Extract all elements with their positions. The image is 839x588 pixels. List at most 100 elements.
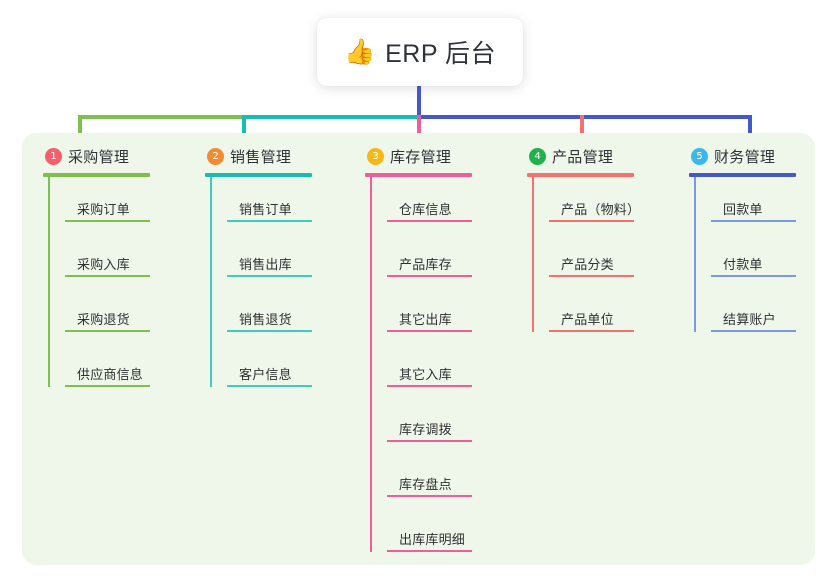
- connector-bar-segment-green: [78, 115, 245, 119]
- list-item-underline: [549, 275, 634, 277]
- list-item-underline: [65, 385, 150, 387]
- module-underline-3: [365, 173, 472, 177]
- module-tree-spine-4: [532, 177, 534, 332]
- module-badge-5: 5: [691, 147, 708, 165]
- list-item[interactable]: 供应商信息: [65, 342, 193, 397]
- list-item-underline: [711, 275, 796, 277]
- list-item-label: 库存盘点: [399, 477, 452, 492]
- connector-drop-column-4: [580, 115, 584, 145]
- module-header-4[interactable]: 4 产品管理: [527, 145, 677, 167]
- module-tree-spine-5: [694, 177, 696, 332]
- list-item[interactable]: 出库库明细: [387, 507, 515, 562]
- list-item-label: 供应商信息: [77, 367, 144, 382]
- list-item[interactable]: 客户信息: [227, 342, 355, 397]
- list-item[interactable]: 销售出库: [227, 232, 355, 287]
- list-item-label: 采购退货: [77, 312, 130, 327]
- connector-root-stem: [417, 86, 421, 118]
- list-item-label: 销售出库: [239, 257, 292, 272]
- list-item[interactable]: 产品（物料）: [549, 177, 677, 232]
- list-item-underline: [711, 330, 796, 332]
- list-item-underline: [65, 220, 150, 222]
- list-item-underline: [387, 330, 472, 332]
- list-item-label: 结算账户: [723, 312, 776, 327]
- list-item[interactable]: 结算账户: [711, 287, 839, 342]
- module-column-1: 1 采购管理采购订单采购入库采购退货供应商信息: [43, 145, 193, 397]
- list-item-label: 库存调拨: [399, 422, 452, 437]
- module-item-list-4: 产品（物料） 产品分类产品单位: [527, 177, 677, 342]
- module-title-4: 产品管理: [552, 148, 614, 166]
- list-item[interactable]: 采购订单: [65, 177, 193, 232]
- list-item[interactable]: 回款单: [711, 177, 839, 232]
- list-item-underline: [65, 330, 150, 332]
- list-item[interactable]: 采购退货: [65, 287, 193, 342]
- connector-drop-column-1: [78, 115, 82, 145]
- module-header-5[interactable]: 5 财务管理: [689, 145, 839, 167]
- list-item-underline: [549, 220, 634, 222]
- module-tree-spine-2: [210, 177, 212, 387]
- list-item-underline: [711, 220, 796, 222]
- list-item-label: 其它入库: [399, 367, 452, 382]
- list-item-underline: [387, 220, 472, 222]
- list-item[interactable]: 其它出库: [387, 287, 515, 342]
- list-item-label: 仓库信息: [399, 202, 452, 217]
- thumbs-up-icon: 👍: [343, 37, 376, 66]
- list-item[interactable]: 采购入库: [65, 232, 193, 287]
- module-title-2: 销售管理: [230, 148, 292, 166]
- list-item-label: 其它出库: [399, 312, 452, 327]
- list-item[interactable]: 产品库存: [387, 232, 515, 287]
- module-column-2: 2 销售管理销售订单销售出库销售退货客户信息: [205, 145, 355, 397]
- list-item[interactable]: 其它入库: [387, 342, 515, 397]
- module-underline-2: [205, 173, 312, 177]
- list-item-underline: [549, 330, 634, 332]
- module-tree-spine-3: [370, 177, 372, 552]
- root-node-card[interactable]: 👍 ERP 后台: [317, 18, 523, 86]
- list-item-underline: [387, 385, 472, 387]
- page-title: ERP 后台: [385, 40, 497, 68]
- list-item-label: 回款单: [723, 202, 763, 217]
- module-title-5: 财务管理: [714, 148, 776, 166]
- module-header-2[interactable]: 2 销售管理: [205, 145, 355, 167]
- list-item-label: 销售退货: [239, 312, 292, 327]
- list-item[interactable]: 产品分类: [549, 232, 677, 287]
- module-underline-4: [527, 173, 634, 177]
- module-badge-1: 1: [45, 147, 62, 165]
- list-item-label: 产品单位: [561, 312, 614, 327]
- list-item[interactable]: 产品单位: [549, 287, 677, 342]
- list-item-label: 付款单: [723, 257, 763, 272]
- list-item-underline: [387, 550, 472, 552]
- module-badge-2: 2: [207, 147, 224, 165]
- module-header-1[interactable]: 1 采购管理: [43, 145, 193, 167]
- modules-panel: [22, 133, 815, 565]
- module-badge-4: 4: [529, 147, 546, 165]
- list-item-label: 出库库明细: [399, 532, 466, 547]
- list-item[interactable]: 仓库信息: [387, 177, 515, 232]
- connector-drop-column-3: [417, 115, 421, 145]
- connector-bar-segment-teal: [245, 115, 419, 119]
- list-item[interactable]: 库存盘点: [387, 452, 515, 507]
- module-column-5: 5 财务管理回款单付款单结算账户: [689, 145, 839, 342]
- list-item-underline: [227, 275, 312, 277]
- module-underline-1: [43, 173, 150, 177]
- connector-drop-column-5: [748, 115, 752, 145]
- module-item-list-1: 采购订单采购入库采购退货供应商信息: [43, 177, 193, 397]
- list-item-label: 销售订单: [239, 202, 292, 217]
- list-item-underline: [227, 330, 312, 332]
- list-item[interactable]: 销售退货: [227, 287, 355, 342]
- list-item-underline: [387, 440, 472, 442]
- list-item-underline: [65, 275, 150, 277]
- module-title-1: 采购管理: [68, 148, 130, 166]
- list-item-label: 产品（物料）: [561, 202, 641, 217]
- list-item-underline: [387, 275, 472, 277]
- module-tree-spine-1: [48, 177, 50, 387]
- module-item-list-5: 回款单付款单结算账户: [689, 177, 839, 342]
- list-item[interactable]: 库存调拨: [387, 397, 515, 452]
- list-item[interactable]: 销售订单: [227, 177, 355, 232]
- list-item[interactable]: 付款单: [711, 232, 839, 287]
- list-item-label: 采购订单: [77, 202, 130, 217]
- module-column-4: 4 产品管理产品（物料） 产品分类产品单位: [527, 145, 677, 342]
- list-item-label: 客户信息: [239, 367, 292, 382]
- list-item-underline: [387, 495, 472, 497]
- module-badge-3: 3: [367, 147, 384, 165]
